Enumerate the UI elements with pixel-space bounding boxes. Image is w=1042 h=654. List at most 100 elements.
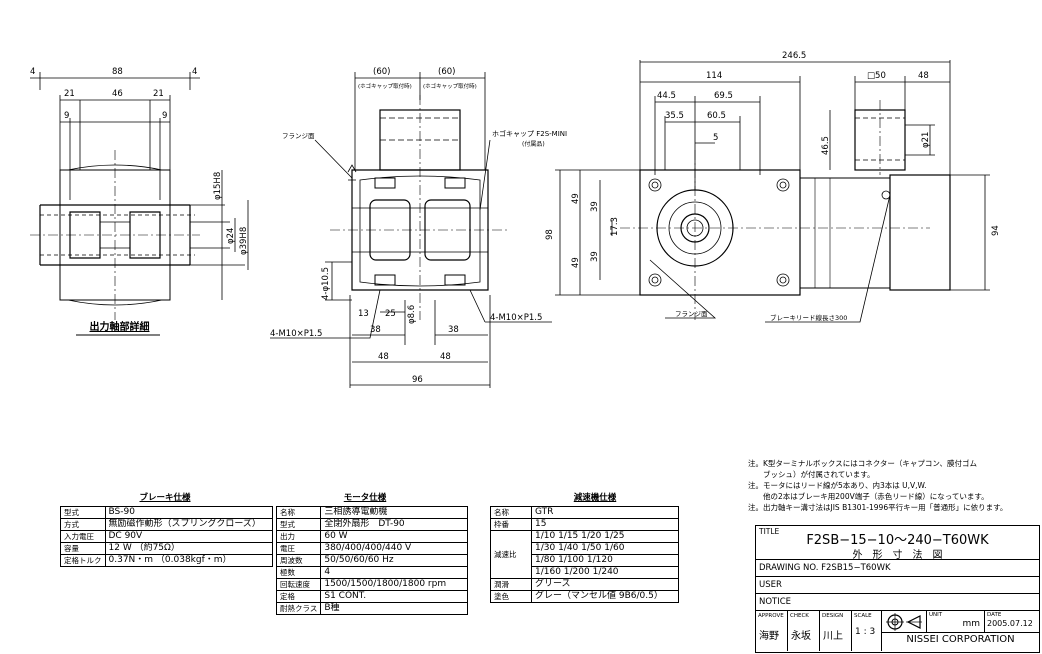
dim-phi15h8: φ15H8 [213, 172, 223, 200]
motor-value: 50/50/60/60 Hz [320, 554, 469, 567]
dim-60-left: (60) [373, 67, 390, 77]
projection-symbol-icon [886, 613, 922, 631]
check-name: 永坂 [791, 631, 811, 642]
scale-cell: SCALE 1 : 3 [852, 611, 882, 651]
dim-98: 98 [545, 229, 555, 240]
dim-21-left: 21 [64, 89, 75, 99]
table-row: 方式無励磁作動形（スプリングクローズ） [60, 518, 273, 531]
dim-114: 114 [706, 71, 722, 81]
reducer-key: 枠番 [490, 518, 532, 531]
reducer-ratio: 1/30 1/40 1/50 1/60 [531, 542, 679, 555]
date-value: 2005.07.12 [987, 619, 1033, 628]
dim-94: 94 [991, 225, 1001, 236]
dim-9-right: 9 [162, 111, 167, 121]
motor-value: 60 W [320, 530, 469, 543]
reducer-ratio: 1/160 1/200 1/240 [531, 566, 679, 579]
cap-note-right: (ホゴキャップ取付時) [423, 82, 477, 90]
motor-value: B種 [320, 602, 469, 615]
dim-48-right: 48 [440, 352, 451, 362]
brake-value: 12 W （約75Ω） [104, 542, 273, 555]
dim-4-right: 4 [192, 67, 197, 77]
company-name: NISSEI CORPORATION [906, 634, 1015, 645]
dim-38-left: 38 [370, 325, 381, 335]
protective-cap-label: ホゴキャップ F2S-MINI [492, 129, 567, 138]
dim-60-right: (60) [438, 67, 455, 77]
dim-5: 5 [713, 133, 718, 143]
dim-m10-left: 4-M10×P1.5 [270, 329, 322, 339]
dim-44-5: 44.5 [657, 91, 676, 101]
reducer-key: 名称 [490, 506, 532, 519]
brake-value: 無励磁作動形（スプリングクローズ） [104, 518, 273, 531]
motor-key: 名称 [275, 506, 322, 519]
check-cell: CHECK 永坂 [788, 611, 820, 651]
dim-46: 46 [112, 89, 123, 99]
brake-value: BS-90 [104, 506, 273, 519]
brake-key: 定格トルク [60, 554, 106, 567]
dim-4-phi10-5: 4-φ10.5 [321, 267, 331, 300]
notice-label: NOTICE [759, 597, 792, 607]
design-cell: DESIGN 川上 [820, 611, 852, 651]
unit-value: mm [962, 619, 980, 629]
note-line: 他の2本はブレーキ用200V端子（赤色リード線）になっています。 [748, 492, 989, 501]
dim-13: 13 [358, 309, 369, 319]
motor-key: 定格 [275, 590, 322, 603]
front-view [270, 72, 552, 388]
dim-17-3: 17.3 [610, 217, 620, 236]
table-row: 潤滑グリース [490, 578, 679, 591]
dim-39-lower: 39 [590, 251, 600, 262]
date-label: DATE [987, 612, 1002, 618]
table-row: 型式全閉外扇形 DT-90 [275, 518, 469, 531]
table-row: 名称三相誘導電動機 [275, 506, 469, 519]
brake-key: 方式 [60, 518, 106, 531]
dim-21-right: 21 [153, 89, 164, 99]
dim-sq50: □50 [867, 71, 886, 81]
drawing-number: DRAWING NO. F2SB15−T60WK [759, 563, 891, 573]
motor-value: 1500/1500/1800/1800 rpm [320, 578, 469, 591]
dim-48-side: 48 [918, 71, 929, 81]
drawing-title: F2SB−15−10〜240−T60WK [806, 533, 989, 548]
note-line: 注。出力軸キー溝寸法はJIS B1301-1996平行キー用「普通形」に依ります… [748, 503, 1008, 512]
accessory-label: (付属品) [522, 140, 545, 148]
brake-key: 型式 [60, 506, 106, 519]
title-label: TITLE [759, 527, 780, 536]
note-line: ブッシュ）が付属されています。 [748, 470, 875, 479]
design-name: 川上 [823, 631, 843, 642]
reducer-key: 塗色 [490, 590, 532, 603]
brake-key: 入力電圧 [60, 530, 106, 543]
reducer-value: GTR [531, 506, 679, 519]
dim-25: 25 [385, 309, 396, 319]
output-shaft-detail-caption: 出力軸部詳細 [89, 322, 150, 333]
dim-phi24: φ24 [226, 228, 236, 244]
reducer-key: 潤滑 [490, 578, 532, 591]
brake-spec-caption: ブレーキ仕様 [139, 493, 191, 503]
motor-key: 周波数 [275, 554, 322, 567]
brake-value: 0.37N・m （0.038kgf・m） [104, 554, 273, 567]
motor-key: 極数 [275, 566, 322, 579]
motor-key: 出力 [275, 530, 322, 543]
motor-key: 型式 [275, 518, 322, 531]
brake-value: DC 90V [104, 530, 273, 543]
motor-value: 380/400/400/440 V [320, 542, 469, 555]
brake-lead-label: ブレーキリード線長さ300 [770, 313, 847, 322]
design-label: DESIGN [822, 613, 844, 619]
reducer-ratio: 1/80 1/100 1/120 [531, 554, 679, 567]
flange-face-label-side: フランジ面 [675, 310, 708, 318]
reducer-value: グレー（マンセル値 9B6/0.5） [531, 590, 679, 603]
dim-49-lower: 49 [571, 257, 581, 268]
user-label: USER [759, 580, 782, 590]
dim-60-5: 60.5 [707, 111, 726, 121]
motor-spec-caption: モータ仕様 [343, 493, 387, 503]
dim-phi21: φ21 [921, 132, 931, 148]
dim-49-upper: 49 [571, 193, 581, 204]
